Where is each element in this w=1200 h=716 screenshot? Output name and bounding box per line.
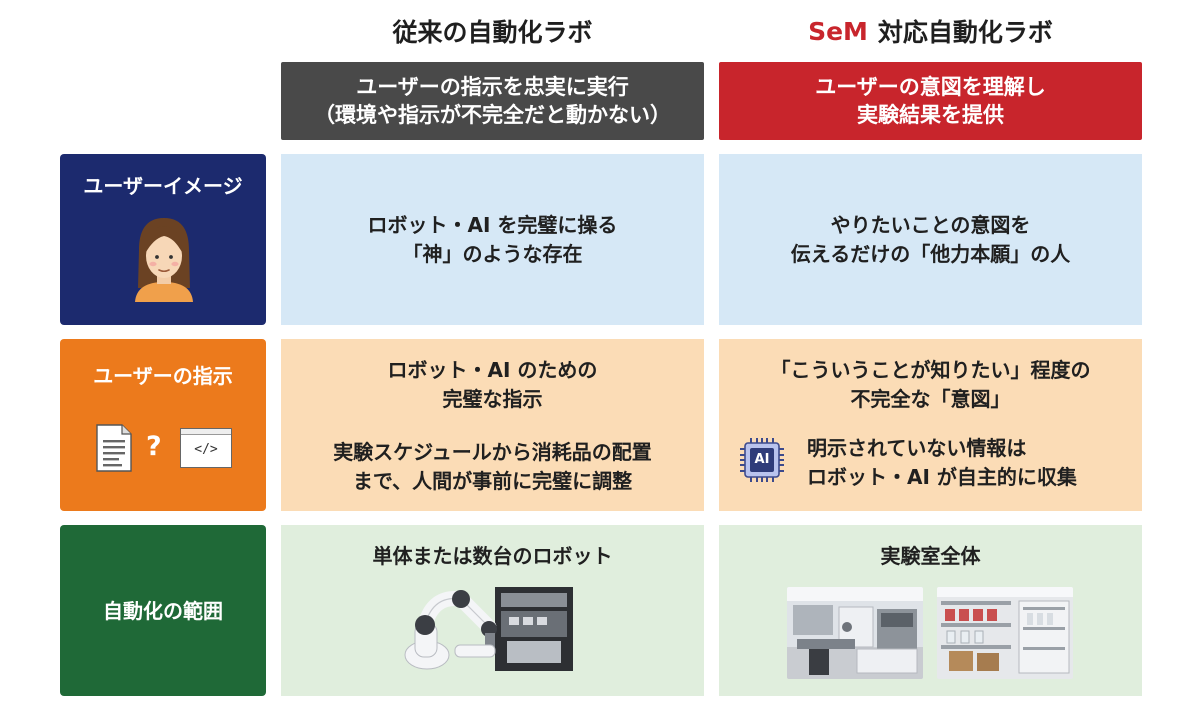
sem-instruction-line2: 不完全な「意図」 — [850, 387, 1011, 411]
row-label-user-image: ユーザーイメージ — [60, 154, 266, 325]
sem-instruction-line4: ロボット・AI が自主的に収集 — [807, 465, 1077, 489]
traditional-lab-title: 従来の自動化ラボ — [281, 14, 704, 48]
sem-lab-title: SeM 対応自動化ラボ — [719, 14, 1142, 48]
row-label-user-image-text: ユーザーイメージ — [83, 174, 243, 198]
sem-user-image-line1: やりたいことの意図を — [830, 212, 1031, 237]
sem-header-line1: ユーザーの意図を理解し — [815, 74, 1046, 99]
traditional-scope-caption: 単体または数台のロボット — [372, 544, 613, 568]
question-mark-icon: ? — [146, 431, 162, 462]
traditional-header-line1: ユーザーの指示を忠実に実行 — [356, 74, 629, 99]
cell-sem-user-instruction: 「こういうことが知りたい」程度の 不完全な「意図」 AI 明示されていない情報は… — [719, 339, 1142, 511]
woman-avatar-icon — [135, 218, 193, 302]
sem-header-line2: 実験結果を提供 — [857, 103, 1004, 127]
code-window-text: </> — [194, 442, 218, 457]
cell-traditional-automation-scope: 単体または数台のロボット — [281, 525, 704, 696]
sem-lab-header: ユーザーの意図を理解し 実験結果を提供 — [719, 62, 1142, 140]
sem-brand-text: SeM — [808, 16, 868, 46]
document-icon — [96, 424, 132, 472]
row-label-automation-scope: 自動化の範囲 — [60, 525, 266, 696]
traditional-instruction-line2: 完璧な指示 — [442, 387, 543, 411]
row-label-user-instruction-text: ユーザーの指示 — [93, 364, 233, 388]
cell-traditional-user-image: ロボット・AI を完璧に操る 「神」のような存在 — [281, 154, 704, 325]
row-label-automation-scope-text: 自動化の範囲 — [103, 599, 223, 623]
cell-traditional-user-instruction: ロボット・AI のための 完璧な指示 実験スケジュールから消耗品の配置 まで、人… — [281, 339, 704, 511]
row-label-user-instruction: ユーザーの指示 ? </> — [60, 339, 266, 511]
cell-sem-user-image: やりたいことの意図を 伝えるだけの「他力本願」の人 — [719, 154, 1142, 325]
traditional-instruction-line4: まで、人間が事前に完璧に調整 — [352, 469, 633, 493]
traditional-lab-title-text: 従来の自動化ラボ — [392, 18, 593, 47]
ai-chip-icon: AI — [739, 437, 785, 483]
sem-instruction-line3: 明示されていない情報は — [807, 436, 1027, 460]
sem-instruction-line1: 「こういうことが知りたい」程度の — [770, 358, 1091, 382]
ai-chip-pins-graphic — [740, 438, 784, 482]
sem-user-image-line2: 伝えるだけの「他力本願」の人 — [790, 241, 1071, 266]
sem-instruction-detail: 明示されていない情報は ロボット・AI が自主的に収集 — [807, 434, 1077, 492]
cell-sem-automation-scope: 実験室全体 — [719, 525, 1142, 696]
ai-chip-label: AI — [754, 452, 770, 467]
traditional-header-line2: （環境や指示が不完全だと動かない） — [314, 103, 671, 127]
code-window-icon: </> — [180, 428, 232, 468]
traditional-instruction-line3: 実験スケジュールから消耗品の配置 — [333, 440, 652, 464]
traditional-user-image-line1: ロボット・AI を完璧に操る — [367, 212, 618, 237]
robot-arm-image — [397, 583, 575, 673]
code-window-titlebar — [181, 429, 231, 435]
traditional-instruction-line1: ロボット・AI のための — [387, 358, 598, 382]
traditional-user-image-line2: 「神」のような存在 — [402, 241, 583, 266]
sem-lab-title-text: 対応自動化ラボ — [877, 18, 1053, 47]
traditional-lab-header: ユーザーの指示を忠実に実行 （環境や指示が不完全だと動かない） — [281, 62, 704, 140]
lab-room-image-2 — [937, 587, 1073, 679]
sem-scope-caption: 実験室全体 — [880, 544, 981, 568]
lab-room-image-1 — [787, 587, 923, 679]
